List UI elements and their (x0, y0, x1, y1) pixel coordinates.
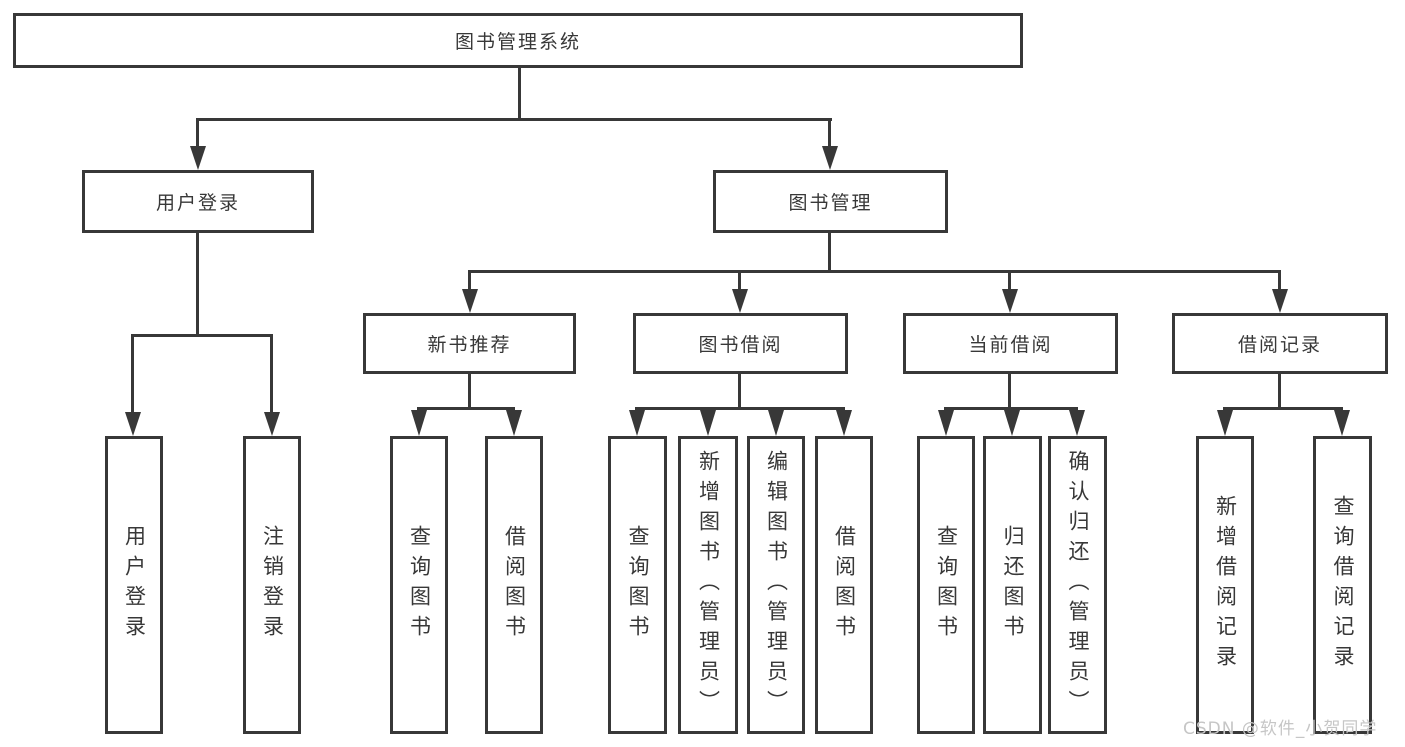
leaf-label: 查询图书 (626, 525, 650, 645)
edge-line (738, 272, 741, 291)
edge-line (635, 407, 845, 410)
leaf-label: 借阅图书 (502, 525, 527, 645)
arrow-down-icon (462, 289, 478, 313)
leaf-borrow-books: 借阅图书 (485, 436, 543, 734)
arrow-down-icon (1217, 410, 1233, 436)
leaf-logout: 注销登录 (243, 436, 301, 734)
leaf-edit-books-admin: 编辑图书（管理员） (747, 436, 805, 734)
edge-line (417, 407, 515, 410)
leaf-label: 注销登录 (260, 525, 285, 645)
edge-line (1008, 374, 1011, 409)
arrow-down-icon (1004, 410, 1020, 436)
node-new-book-recommend: 新书推荐 (363, 313, 576, 374)
leaf-query-books: 查询图书 (917, 436, 975, 734)
edge-line (196, 118, 832, 121)
edge-line (468, 270, 1281, 273)
leaf-borrow-books: 借阅图书 (815, 436, 873, 734)
edge-line (738, 374, 741, 409)
arrow-down-icon (506, 410, 522, 436)
arrow-down-icon (938, 410, 954, 436)
edge-line (270, 336, 273, 414)
arrow-down-icon (700, 410, 716, 436)
leaf-label: 查询图书 (934, 525, 959, 645)
node-current-borrow: 当前借阅 (903, 313, 1118, 374)
leaf-label: 编辑图书（管理员） (764, 450, 789, 720)
node-borrow-records: 借阅记录 (1172, 313, 1388, 374)
leaf-user-login: 用户登录 (105, 436, 163, 734)
watermark: CSDN @软件_小贺同学 (1183, 719, 1378, 739)
leaf-query-books: 查询图书 (390, 436, 448, 734)
arrow-down-icon (1069, 410, 1085, 436)
node-book-management: 图书管理 (713, 170, 948, 233)
edge-line (196, 120, 199, 150)
leaf-confirm-return-admin: 确认归还（管理员） (1048, 436, 1107, 734)
edge-line (828, 120, 831, 150)
edge-line (518, 68, 521, 120)
arrow-down-icon (125, 412, 141, 436)
edge-line (1278, 374, 1281, 409)
leaf-return-books: 归还图书 (983, 436, 1042, 734)
leaf-label: 查询图书 (407, 525, 432, 645)
leaf-label: 查询借阅记录 (1331, 495, 1355, 675)
leaf-query-books: 查询图书 (608, 436, 667, 734)
leaf-label: 借阅图书 (832, 525, 857, 645)
edge-line (828, 233, 831, 272)
arrow-down-icon (836, 410, 852, 436)
node-book-borrow: 图书借阅 (633, 313, 848, 374)
edge-line (1008, 272, 1011, 291)
leaf-add-books-admin: 新增图书（管理员） (678, 436, 738, 734)
edge-line (468, 374, 471, 409)
edge-line (131, 336, 134, 414)
arrow-down-icon (629, 410, 645, 436)
leaf-label: 用户登录 (122, 525, 147, 645)
arrow-down-icon (411, 410, 427, 436)
edge-line (1278, 272, 1281, 291)
arrow-down-icon (1334, 410, 1350, 436)
arrow-down-icon (190, 146, 206, 170)
edge-line (196, 233, 199, 336)
edge-line (1223, 407, 1343, 410)
leaf-add-borrow-record: 新增借阅记录 (1196, 436, 1254, 734)
leaf-label: 归还图书 (1001, 525, 1025, 645)
edge-line (944, 407, 1078, 410)
arrow-down-icon (768, 410, 784, 436)
node-user-login: 用户登录 (82, 170, 314, 233)
node-root: 图书管理系统 (13, 13, 1023, 68)
arrow-down-icon (264, 412, 280, 436)
arrow-down-icon (1272, 289, 1288, 313)
leaf-label: 新增图书（管理员） (696, 450, 721, 720)
edge-line (468, 272, 471, 291)
arrow-down-icon (822, 146, 838, 170)
leaf-label: 确认归还（管理员） (1066, 450, 1090, 720)
arrow-down-icon (1002, 289, 1018, 313)
leaf-label: 新增借阅记录 (1213, 495, 1238, 675)
edge-line (131, 334, 273, 337)
leaf-query-borrow-record: 查询借阅记录 (1313, 436, 1372, 734)
arrow-down-icon (732, 289, 748, 313)
